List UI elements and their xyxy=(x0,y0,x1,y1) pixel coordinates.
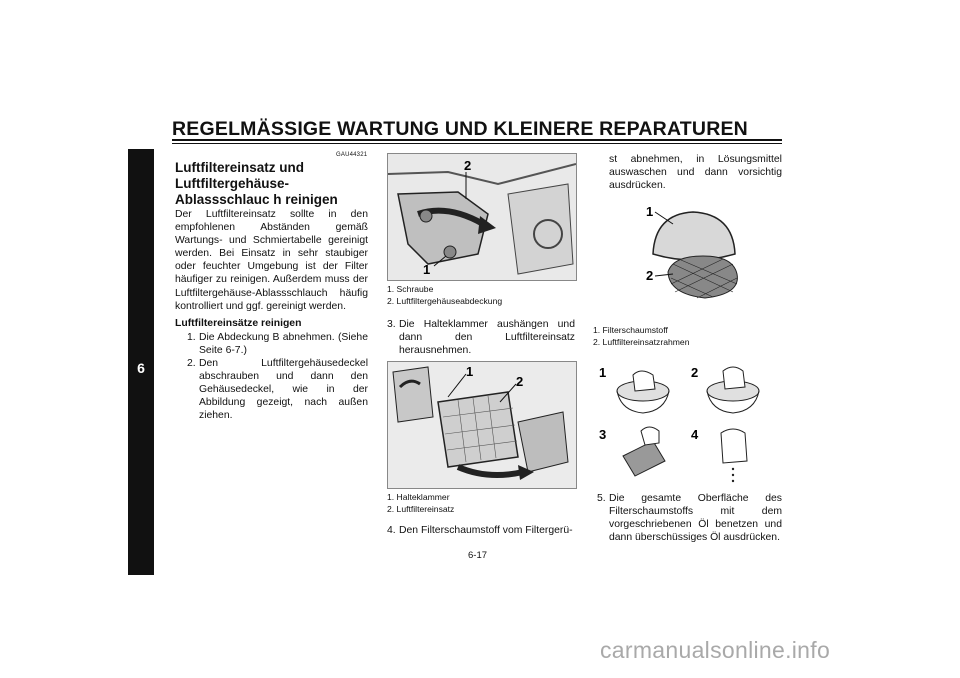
figure-foam-frame: 1 2 xyxy=(593,194,782,320)
intro-paragraph: Der Luftfiltereinsatz sollte in den empf… xyxy=(175,209,368,312)
step-number: 4. xyxy=(387,525,396,536)
callout-label: 3 xyxy=(599,427,606,442)
page-number: 6-17 xyxy=(468,550,488,561)
figure-filter-removal-illustration: 1 2 xyxy=(388,362,576,488)
figure1-caption: 1. Schraube 2. Luftfiltergehäuseabdeckun… xyxy=(387,284,502,308)
callout-label: 1 xyxy=(599,365,606,380)
step-5: 5. Die gesamte Oberfläche des Filterscha… xyxy=(597,492,782,544)
callout-label: 4 xyxy=(691,427,699,442)
caption-line: 1. Schraube xyxy=(387,284,434,294)
figure-cleaning-steps: 1 2 3 4 xyxy=(593,361,782,487)
subheading: Luftfiltereinsätze reinigen xyxy=(175,318,302,329)
callout-label: 2 xyxy=(646,268,653,283)
figure-filter-removal: 1 2 xyxy=(387,361,577,489)
step-4: 4. Den Filterschaumstoff vom Filtergerü- xyxy=(387,524,575,537)
chapter-tab xyxy=(128,149,154,575)
step-number: 5. xyxy=(597,493,606,504)
step-text: Die gesamte Oberfläche des Filterschaums… xyxy=(609,493,782,544)
step-number: 1. xyxy=(187,332,196,343)
callout-label: 2 xyxy=(691,365,698,380)
section-title: Luftfiltereinsatz und Luftfiltergehäuse-… xyxy=(175,160,338,207)
callout-label: 1 xyxy=(466,364,473,379)
figure-airbox-cover-illustration: 2 1 xyxy=(388,154,576,280)
callout-label: 2 xyxy=(516,374,523,389)
step-number: 2. xyxy=(187,358,196,369)
step-4-continuation: st abnehmen, in Lösungsmittel auswaschen… xyxy=(609,154,782,192)
figure2-caption: 1. Halteklammer 2. Luftfiltereinsatz xyxy=(387,492,454,516)
caption-line: 2. Luftfiltergehäuseabdeckung xyxy=(387,295,503,306)
step-text: Die Abdeckung B abnehmen. (Siehe Seite 6… xyxy=(199,332,368,357)
callout-label: 1 xyxy=(423,262,430,277)
figure3-caption: 1. Filterschaumstoff 2. Luftfiltereinsat… xyxy=(593,325,690,349)
step-3: 3. Die Halteklammer aushängen und dann d… xyxy=(387,318,575,357)
header-rule-thin xyxy=(172,143,782,144)
caption-line: 2. Luftfiltereinsatzrahmen xyxy=(593,336,690,347)
chapter-number: 6 xyxy=(137,360,145,376)
step-1: 1. Die Abdeckung B abnehmen. (Siehe Seit… xyxy=(187,331,368,357)
step-text: Den Luftfiltergehäusedeckel abschrauben … xyxy=(199,358,368,422)
watermark: carmanualsonline.info xyxy=(600,637,831,663)
header-rule xyxy=(172,139,782,141)
page-header-title: REGELMÄSSIGE WARTUNG UND KLEINERE REPARA… xyxy=(172,118,748,140)
callout-label: 2 xyxy=(464,158,471,173)
document-code: GAU44321 xyxy=(336,152,368,158)
caption-line: 1. Filterschaumstoff xyxy=(593,325,668,335)
step-text: Den Filterschaumstoff vom Filtergerü- xyxy=(399,525,573,536)
caption-line: 1. Halteklammer xyxy=(387,492,450,502)
caption-line: 2. Luftfiltereinsatz xyxy=(387,503,455,514)
step-2: 2. Den Luftfiltergehäusedeckel abschraub… xyxy=(187,357,368,422)
step-text: Die Halteklammer aushängen und dann den … xyxy=(399,319,575,357)
figure-cleaning-steps-illustration: 1 2 3 4 xyxy=(599,365,760,483)
callout-label: 1 xyxy=(646,204,653,219)
figure-airbox-cover: 2 1 xyxy=(387,153,577,281)
step-number: 3. xyxy=(387,319,396,330)
figure-foam-frame-illustration: 1 2 xyxy=(646,204,738,299)
